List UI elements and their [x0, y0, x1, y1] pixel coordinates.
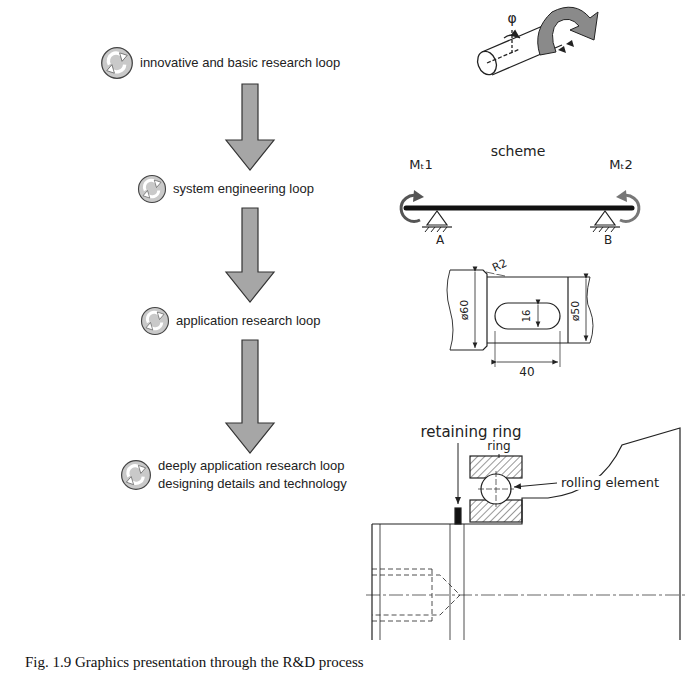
- loop-icon: [140, 306, 170, 336]
- drawing-label: R2: [490, 257, 510, 275]
- stage-text-group: system engineering loop: [173, 180, 314, 198]
- loop-stage: application research loop: [140, 306, 321, 336]
- torque-arrow: [538, 7, 598, 55]
- beam-scheme: [401, 190, 639, 232]
- loop-stage: innovative and basic research loop: [100, 46, 340, 80]
- loop-icon: [120, 459, 152, 491]
- drawing-label: 16: [521, 309, 532, 324]
- drawing-label: B: [603, 234, 613, 247]
- drawing-label: rolling element: [560, 476, 660, 490]
- loop-label: system engineering loop: [173, 180, 314, 198]
- shaft-drawing: [447, 270, 593, 367]
- drawing-label: retaining ring: [419, 424, 522, 441]
- loop-icon: [137, 174, 167, 204]
- drawing-label: ring: [486, 440, 512, 453]
- drawing-label: ø60: [459, 299, 471, 322]
- process-arrow: [226, 340, 274, 453]
- drawing-label: A: [435, 234, 445, 247]
- stage-text-group: innovative and basic research loop: [140, 54, 340, 72]
- drawing-label: 40: [518, 366, 535, 379]
- loop-icon: [100, 46, 134, 80]
- drawing-label: Mₜ1: [408, 158, 433, 172]
- loop-label: deeply application research loop: [158, 457, 347, 475]
- loop-label: innovative and basic research loop: [140, 54, 340, 72]
- process-arrow: [226, 208, 274, 302]
- drawing-label: φ: [506, 11, 517, 26]
- drawing-label: ø50: [570, 300, 582, 323]
- drawing-label: Mₜ2: [608, 158, 633, 172]
- process-arrow: [226, 84, 274, 170]
- loop-label: designing details and technology: [158, 475, 347, 493]
- loop-stage: system engineering loop: [137, 174, 314, 204]
- loop-stage: deeply application research loopdesignin…: [120, 457, 347, 492]
- bearing-assembly: [366, 428, 688, 640]
- stage-text-group: deeply application research loopdesignin…: [158, 457, 347, 492]
- figure-caption: Fig. 1.9 Graphics presentation through t…: [25, 654, 364, 671]
- loop-label: application research loop: [176, 312, 321, 330]
- stage-text-group: application research loop: [176, 312, 321, 330]
- drawing-label: scheme: [490, 144, 547, 159]
